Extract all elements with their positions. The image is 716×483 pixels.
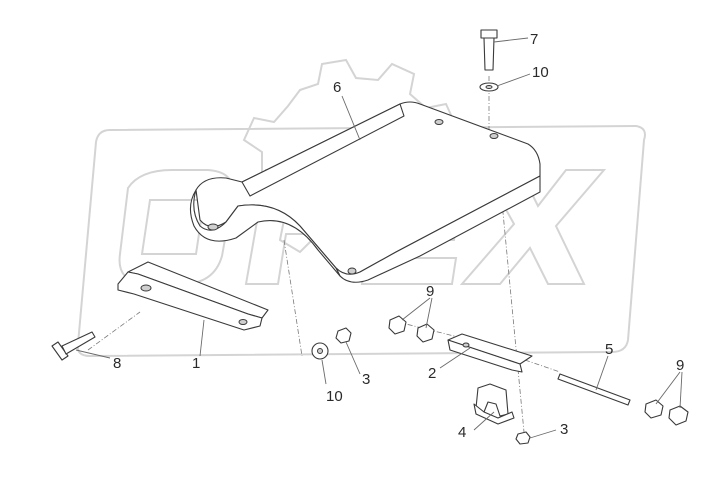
cover-hole-left (207, 223, 219, 231)
centerline-rod-5 (524, 359, 561, 373)
leader-9-right-1 (655, 371, 681, 405)
nut-3-a (335, 327, 352, 344)
part-1-bracket (117, 261, 269, 331)
part-10-washer-low (311, 342, 329, 360)
leader-3-a (345, 341, 361, 375)
centerline-washer-10a (283, 239, 303, 357)
leader-lines (75, 37, 683, 439)
part-8-bolt (51, 331, 96, 361)
washer-10-top-hole (485, 85, 493, 89)
part-10-washer-top (479, 82, 499, 92)
callout-2: 2 (428, 365, 436, 382)
part-9-nuts-right (644, 399, 689, 426)
bracket-hole (140, 284, 152, 292)
bolt-7-head (480, 29, 498, 39)
part-5-rod (557, 373, 631, 406)
bolt-7-shank (483, 37, 495, 71)
cover-hole-front (347, 267, 357, 275)
nut-9-right-1 (644, 399, 664, 419)
leader-6 (341, 95, 361, 141)
callout-7: 7 (530, 31, 538, 48)
part-6-cover (189, 101, 541, 283)
callout-10-low: 10 (326, 388, 343, 405)
bolt-8-shank (61, 331, 96, 355)
bracket-body (117, 271, 263, 331)
part-7-bolt (480, 29, 498, 71)
nut-3-b (515, 431, 531, 445)
cover-hole-top-2 (489, 133, 499, 139)
callout-10-top: 10 (532, 64, 549, 81)
leader-10-top (496, 73, 531, 87)
callout-6: 6 (333, 79, 341, 96)
centerline-bolt-8 (87, 311, 141, 351)
callout-1: 1 (192, 355, 200, 372)
rod-5 (557, 373, 631, 406)
leader-5 (595, 355, 609, 391)
plate-2-hole (462, 342, 470, 348)
callout-4: 4 (458, 424, 466, 441)
callout-9-left: 9 (426, 283, 434, 300)
cover-hole-top-1 (434, 119, 444, 125)
leader-4 (473, 411, 495, 431)
leader-7 (493, 37, 529, 43)
callout-9-right: 9 (676, 357, 684, 374)
leader-9-left-1 (401, 297, 431, 321)
callout-3-b: 3 (560, 421, 568, 438)
part-3-nut-b (515, 431, 531, 445)
callouts: 7 10 6 9 8 1 5 9 2 3 10 4 3 (113, 31, 684, 441)
leader-9-right-2 (679, 371, 683, 409)
callout-3-a: 3 (362, 371, 370, 388)
watermark-frame (76, 124, 646, 358)
callout-8: 8 (113, 355, 121, 372)
callout-5: 5 (605, 341, 613, 358)
leader-3-b (529, 429, 557, 439)
nut-9-right-2 (668, 405, 689, 426)
leader-8 (75, 349, 111, 359)
leader-1 (199, 319, 205, 357)
cover-side-edge (241, 103, 405, 197)
leader-10-low (321, 359, 327, 385)
leader-9-left-2 (425, 297, 433, 329)
bracket-hole-2 (238, 319, 248, 325)
nut-9-left-2 (416, 323, 435, 343)
nut-9-left-1 (388, 315, 407, 335)
cover-arch (189, 189, 341, 277)
washer-10-low-hole (317, 348, 323, 354)
part-3-nut-a (335, 327, 352, 344)
leader-2 (439, 347, 471, 369)
part-2-plate (447, 333, 533, 373)
plate-2-side (447, 339, 523, 373)
part-4-clamp (473, 383, 515, 425)
clamp-4-foot (473, 403, 515, 425)
bolt-8-head (51, 341, 69, 361)
